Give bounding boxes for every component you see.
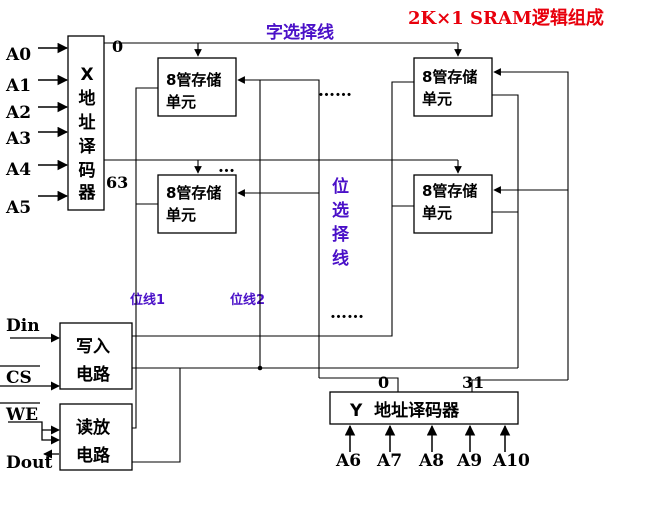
y-input-a10: A10 bbox=[492, 451, 530, 471]
x-input-a4: A4 bbox=[5, 160, 31, 180]
cell-line1: 8管存储 bbox=[166, 184, 221, 202]
y-input-arrows bbox=[344, 424, 511, 452]
ellipsis-row-top: …… bbox=[318, 81, 352, 101]
we-label: WE bbox=[5, 405, 38, 425]
memory-cell-row0-col31: 8管存储 单元 bbox=[413, 57, 493, 117]
bit-select-label: 位 选 择 线 bbox=[332, 176, 350, 269]
dout-label: Dout bbox=[6, 453, 52, 473]
data-bus bbox=[132, 367, 568, 463]
y-decoder-out-last: 31 bbox=[462, 373, 484, 392]
control-lines bbox=[0, 333, 60, 459]
cell-line1: 8管存储 bbox=[166, 71, 221, 89]
write-circuit-line2: 电路 bbox=[76, 364, 111, 385]
cell-line2: 单元 bbox=[422, 90, 452, 108]
x-address-inputs: A0 A1 A2 A3 A4 A5 bbox=[5, 45, 31, 218]
y-decoder-box bbox=[329, 391, 519, 425]
x-decoder-char-3: 译 bbox=[79, 137, 97, 157]
x-decoder-char-0: X bbox=[80, 65, 93, 85]
x-input-a3: A3 bbox=[5, 129, 31, 149]
x-decoder-char-1: 地 bbox=[79, 88, 96, 109]
bit-select-char-0: 位 bbox=[332, 176, 349, 197]
x-decoder-out-first: 0 bbox=[112, 37, 123, 56]
bus-junction bbox=[257, 365, 263, 371]
cell-line2: 单元 bbox=[422, 204, 452, 222]
x-decoder-char-5: 器 bbox=[78, 183, 97, 203]
word-lines bbox=[104, 42, 462, 174]
y-decoder-label: Y 地址译码器 bbox=[349, 400, 460, 421]
write-circuit-line1: 写入 bbox=[76, 337, 110, 357]
bit-line2-label: 位线2 bbox=[230, 292, 265, 308]
x-input-a0: A0 bbox=[5, 45, 31, 65]
bit-lines-col0 bbox=[132, 76, 320, 429]
read-circuit-line2: 电路 bbox=[76, 445, 111, 466]
cell-line2: 单元 bbox=[166, 206, 196, 224]
din-label: Din bbox=[6, 316, 40, 336]
x-input-a5: A5 bbox=[5, 198, 31, 218]
y-input-a6: A6 bbox=[335, 451, 361, 471]
ellipsis-small: … bbox=[218, 157, 235, 177]
cs-label: CS bbox=[6, 368, 32, 388]
y-input-a7: A7 bbox=[376, 451, 402, 471]
cell-line2: 单元 bbox=[166, 93, 196, 111]
y-input-a8: A8 bbox=[418, 451, 444, 471]
word-line-label: 字选择线 bbox=[266, 22, 334, 43]
memory-cell-row63-col0: 8管存储 单元 bbox=[157, 174, 237, 234]
x-input-a1: A1 bbox=[5, 76, 31, 96]
ellipsis-column-bottom: …… bbox=[330, 303, 364, 323]
write-circuit: 写入 电路 bbox=[59, 322, 133, 390]
bit-select-char-2: 择 bbox=[332, 224, 350, 245]
bit-select-char-3: 线 bbox=[332, 248, 349, 269]
x-decoder-box bbox=[67, 35, 105, 211]
memory-cell-row63-col31: 8管存储 单元 bbox=[413, 174, 493, 234]
x-decoder-char-4: 码 bbox=[79, 161, 96, 181]
bit-line1-label: 位线1 bbox=[130, 292, 165, 308]
cell-line1: 8管存储 bbox=[422, 182, 477, 200]
y-address-inputs: A6 A7 A8 A9 A10 bbox=[335, 451, 530, 471]
x-decoder-out-last: 63 bbox=[106, 173, 128, 192]
y-decoder-out-first: 0 bbox=[378, 373, 389, 392]
cell-line1: 8管存储 bbox=[422, 68, 477, 86]
diagram-title: 2K×1 SRAM逻辑组成 bbox=[408, 7, 604, 29]
x-input-arrows bbox=[38, 42, 69, 202]
bit-select-char-1: 选 bbox=[332, 201, 349, 221]
read-circuit-line1: 读放 bbox=[76, 417, 111, 438]
x-input-a2: A2 bbox=[5, 103, 31, 123]
x-decoder-char-2: 址 bbox=[79, 113, 96, 133]
read-circuit: 读放 电路 bbox=[59, 403, 133, 471]
x-decoder-label: X 地 址 译 码 器 bbox=[78, 65, 97, 203]
memory-cell-row0-col0: 8管存储 单元 bbox=[157, 57, 237, 117]
y-input-a9: A9 bbox=[456, 451, 482, 471]
bit-lines-col31 bbox=[132, 68, 569, 380]
